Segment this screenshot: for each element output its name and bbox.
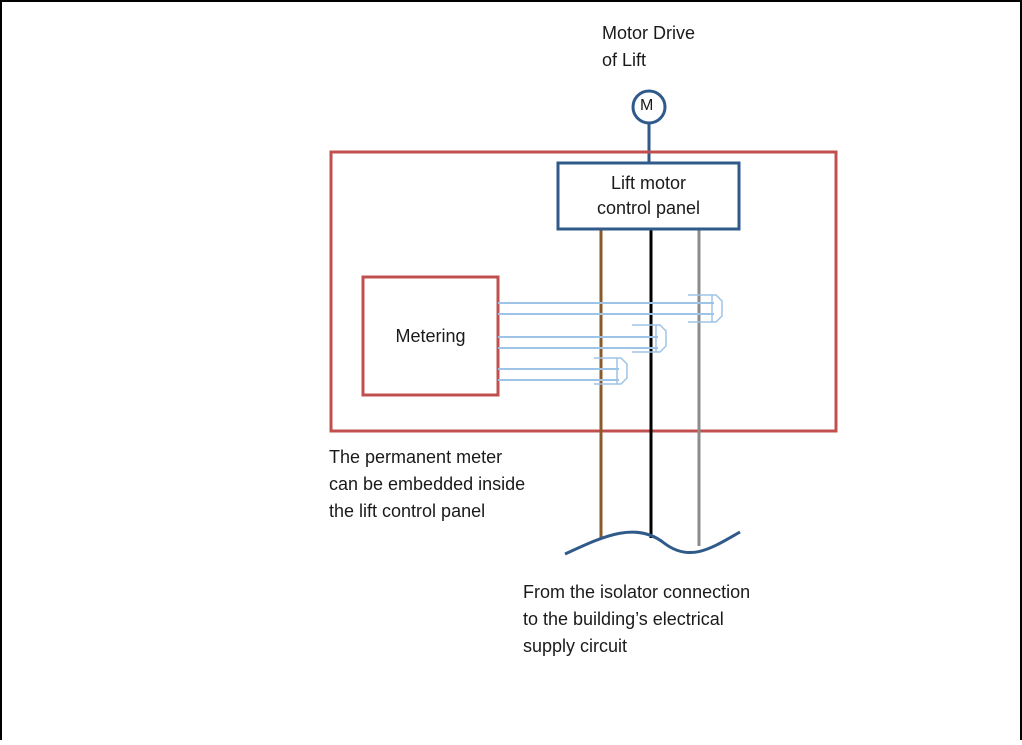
note-line3: the lift control panel <box>329 501 486 521</box>
ct-clamp-brown-icon <box>594 357 628 385</box>
note-line1: The permanent meter <box>329 447 503 467</box>
motor-title-line2: of Lift <box>602 50 647 70</box>
control-panel-label-line2: control panel <box>596 198 701 218</box>
supply-line3: supply circuit <box>523 636 628 656</box>
ct-clamp-grey-icon <box>688 294 723 323</box>
motor-title-line1: Motor Drive <box>602 23 696 43</box>
supply-line2: to the building’s electrical <box>523 609 724 629</box>
ct-clamp-black-icon <box>632 324 667 353</box>
ct-leads <box>498 302 714 381</box>
control-panel-label-line1: Lift motor <box>610 173 687 193</box>
metering-label: Metering <box>395 326 466 346</box>
metering-box <box>361 275 500 397</box>
current-transformers <box>594 294 723 385</box>
lift-motor-control-panel <box>556 161 741 231</box>
supply-break-symbol <box>564 530 741 556</box>
lift-panel-enclosure <box>329 150 838 433</box>
supply-line1: From the isolator connection <box>523 582 751 602</box>
note-line2: can be embedded inside <box>329 474 526 494</box>
motor-symbol-label: M <box>640 97 654 114</box>
